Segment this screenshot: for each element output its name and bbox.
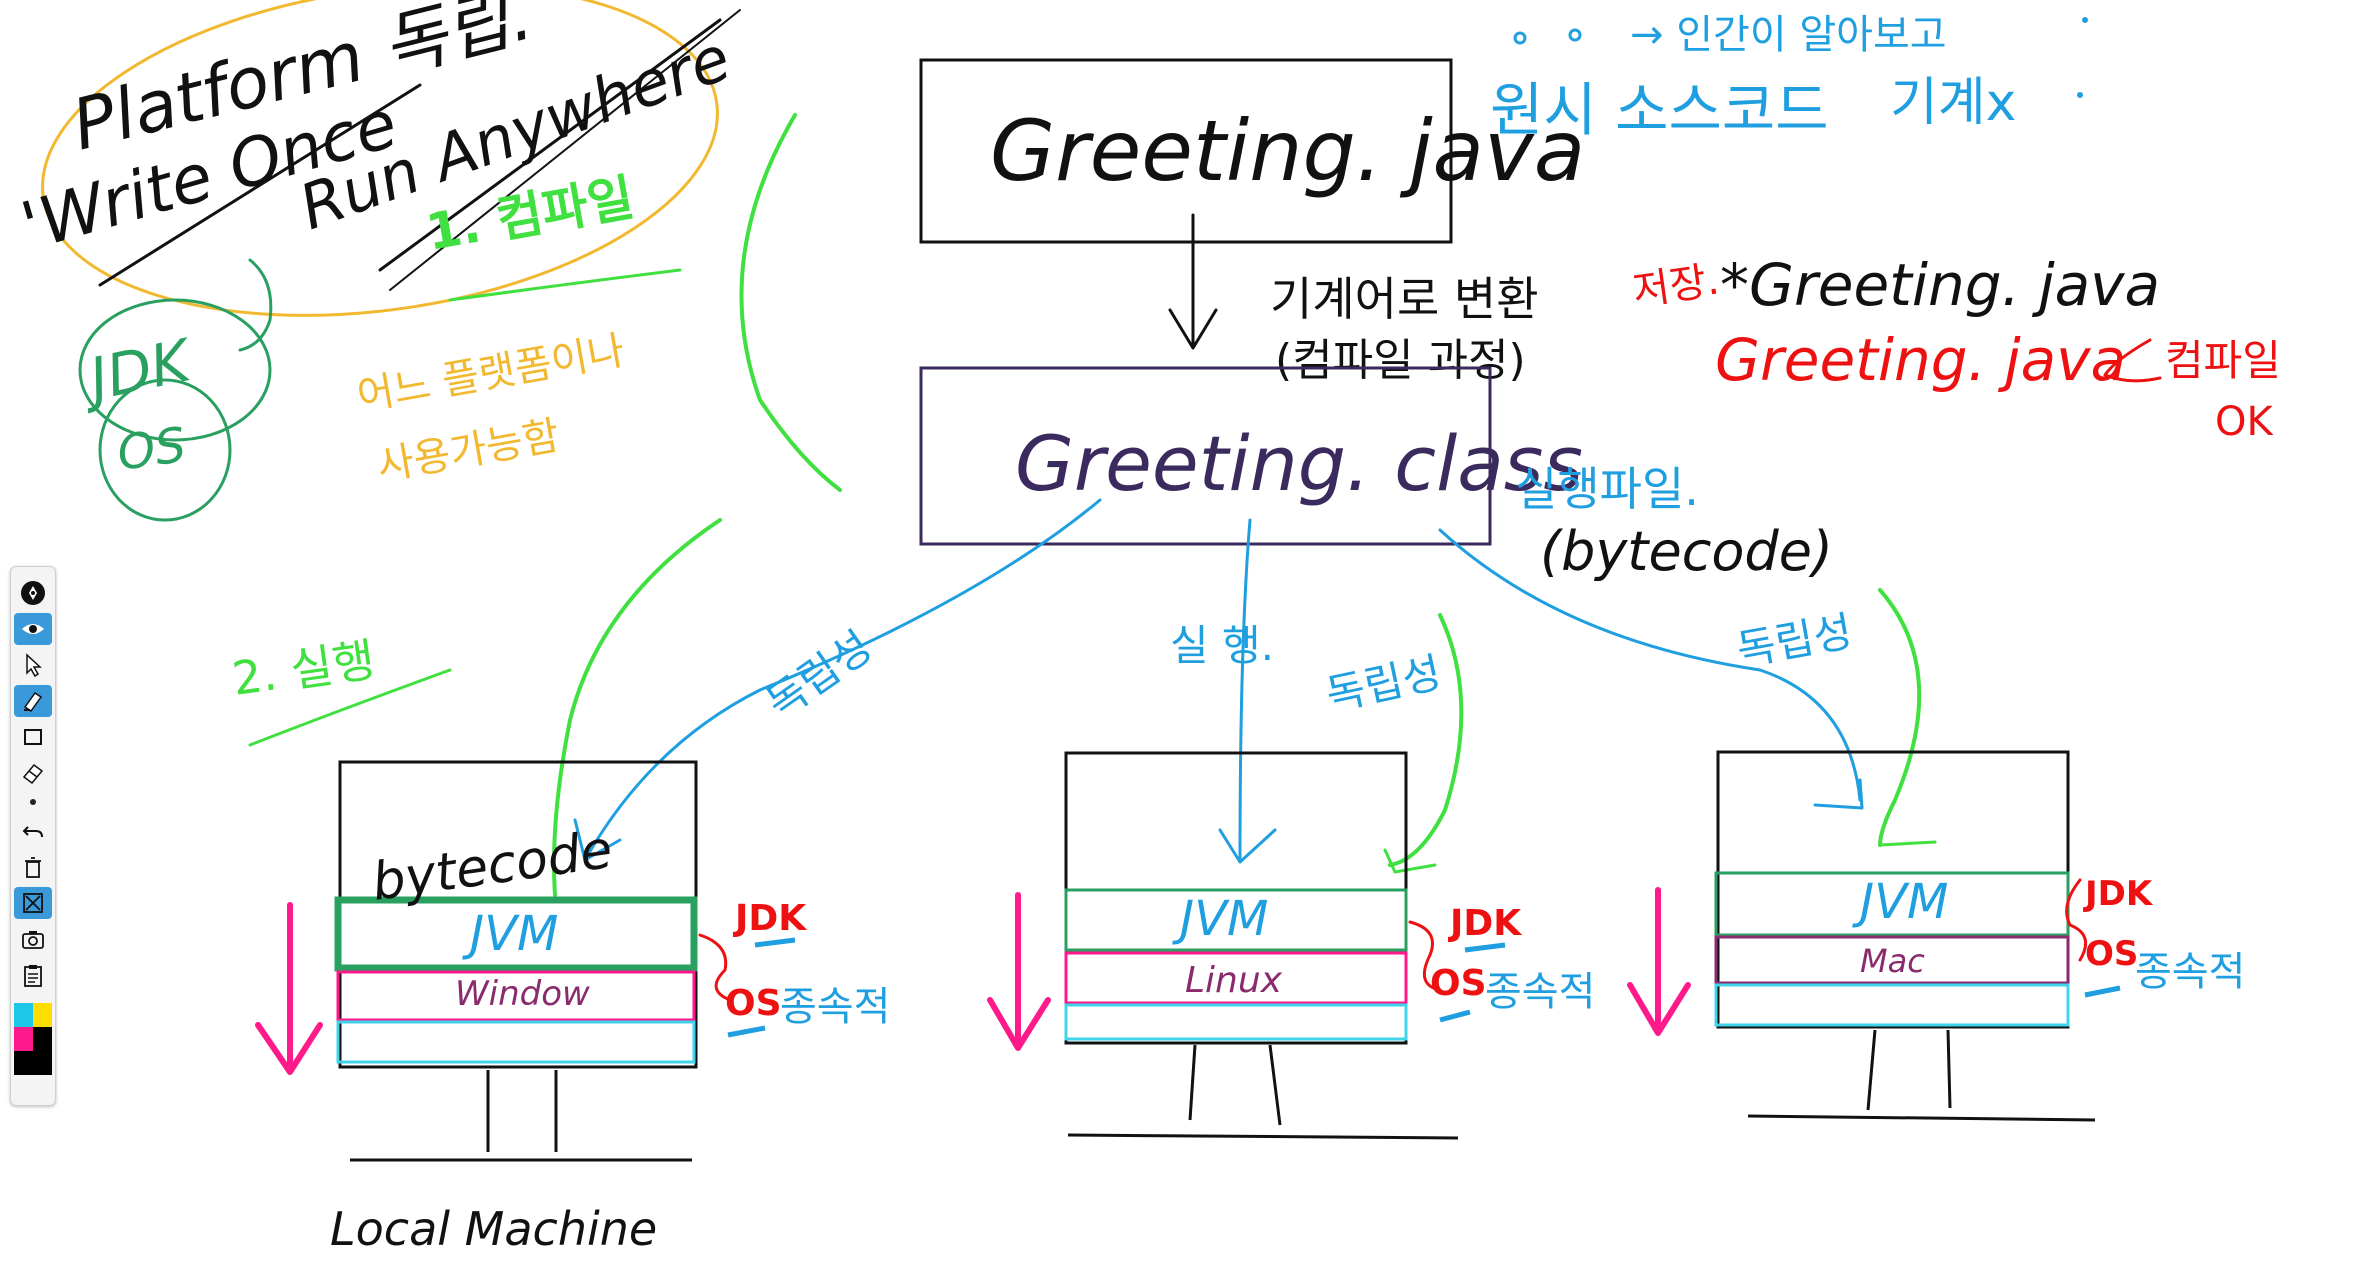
compile-step-underline — [448, 268, 682, 302]
undo-icon[interactable] — [14, 815, 52, 847]
swatch-cyan[interactable] — [14, 1003, 33, 1027]
class-file-name: Greeting. class — [1015, 419, 1583, 508]
hardware-layer — [336, 1020, 696, 1064]
eye-icon[interactable] — [14, 613, 52, 645]
dot-size-icon[interactable] — [30, 799, 36, 805]
os-note-circle — [98, 378, 232, 522]
machine-no-text: 기계x — [1890, 73, 2016, 133]
independence-left: 독립성 — [758, 622, 881, 729]
machine-mac: JVM Mac JDK OS 종속적 — [1627, 750, 2245, 1122]
executable-notes: 실행파일. (bytecode) — [1515, 462, 1833, 583]
platform-notes-circle — [41, 0, 719, 317]
swatch-magenta[interactable] — [14, 1027, 33, 1051]
camera-icon[interactable] — [14, 923, 52, 955]
saved-file-name: *Greeting. java — [1720, 251, 2160, 319]
pointer-icon[interactable] — [14, 649, 52, 681]
os-note: OS — [114, 417, 189, 482]
compile-ok-text: 컴파일 — [2165, 336, 2281, 385]
jvm-layer — [334, 896, 698, 972]
jvm-label: JVM — [1172, 891, 1268, 947]
jdk-label: JDK — [732, 898, 807, 939]
drawing-toolbar — [10, 566, 56, 1106]
rectangle-icon[interactable] — [14, 721, 52, 753]
write-once-strike — [98, 83, 422, 287]
dependency-label: 종속적 — [2135, 949, 2245, 995]
jvm-label: JVM — [462, 906, 558, 962]
execute-split-text: 실 행. — [1170, 621, 1274, 670]
highlighter-icon[interactable] — [14, 685, 52, 717]
os-layer — [1064, 951, 1408, 1005]
os-label: Window — [455, 974, 590, 1014]
os-label: Linux — [1185, 960, 1283, 1001]
usable-text: 사용가능함 — [374, 413, 563, 490]
hardware-layer — [1064, 1003, 1408, 1041]
save-text: 저장. — [1630, 257, 1722, 315]
run-anywhere-strike-1 — [378, 18, 722, 272]
os-short-label: OS — [1430, 963, 1487, 1004]
source-code-text: 원시 소스코드 — [1490, 76, 1829, 144]
os-layer — [1714, 935, 2070, 985]
jdk-note-circle — [78, 298, 272, 442]
jvm-label: JVM — [1852, 874, 1948, 930]
jdk-note: JDK — [74, 326, 199, 416]
os-layer — [336, 970, 696, 1022]
compile-process-text: (컴파일 과정) — [1275, 335, 1526, 386]
trash-icon[interactable] — [14, 851, 52, 883]
jdk-label: JDK — [2083, 874, 2154, 914]
green-arc — [739, 113, 842, 492]
platform-notes: Platform 독립. 'Write Once Run Anywhere 1.… — [13, 0, 842, 522]
human-readable-text: → 인간이 알아보고 — [1630, 12, 1947, 58]
compile-ok-arrow — [2103, 338, 2162, 383]
run-anywhere-strike-2 — [389, 9, 741, 291]
any-os-text: 어느 플랫폼이나 — [354, 328, 628, 420]
os-short-label: OS — [2085, 934, 2138, 974]
swatch-black-3[interactable] — [33, 1051, 52, 1075]
machine-window: JVM bytecode Window JDK OS 종속적 Local Mac… — [255, 760, 890, 1256]
swatch-black-2[interactable] — [14, 1051, 33, 1075]
jvm-layer — [1064, 888, 1408, 952]
dependency-label: 종속적 — [780, 984, 890, 1030]
jdk-label: JDK — [1447, 903, 1522, 944]
dependency-label: 종속적 — [1485, 969, 1595, 1015]
source-file-box: Greeting. java — [919, 58, 1585, 244]
independence-right: 독립성 — [1733, 606, 1856, 674]
jdk-hook — [238, 258, 273, 352]
compile-notes: 기계어로 변환 (컴파일 과정) 저장. *Greeting. java Gre… — [1270, 251, 2281, 445]
executable-text: 실행파일. — [1515, 462, 1699, 516]
swatch-black[interactable] — [33, 1027, 52, 1051]
eraser-icon[interactable] — [14, 757, 52, 789]
independence-middle: 독립성 — [1322, 648, 1446, 720]
os-short-label: OS — [725, 983, 782, 1024]
execute-step-text: 2. 실행 — [229, 632, 378, 705]
color-palette — [14, 1003, 52, 1075]
clear-icon[interactable] — [14, 887, 52, 919]
machine-linux: JVM Linux JDK OS 종속적 — [987, 751, 1595, 1140]
bytecode-paren-text: (bytecode) — [1540, 520, 1833, 583]
swatch-yellow[interactable] — [33, 1003, 52, 1027]
hardware-layer — [1714, 983, 2070, 1027]
to-machine-text: 기계어로 변환 — [1270, 272, 1539, 326]
source-notes: → 인간이 알아보고 원시 소스코드 기계x — [1490, 12, 2088, 144]
ok-text: OK — [2215, 399, 2274, 445]
os-label: Mac — [1860, 942, 1925, 980]
class-file-box: Greeting. class — [919, 366, 1583, 546]
clipboard-icon[interactable] — [14, 959, 52, 991]
source-file-name: Greeting. java — [990, 102, 1585, 200]
local-machine-label: Local Machine — [330, 1202, 657, 1256]
compile-arrow — [1168, 213, 1218, 350]
pen-icon[interactable] — [14, 577, 52, 609]
red-file-name: Greeting. java — [1715, 326, 2126, 394]
